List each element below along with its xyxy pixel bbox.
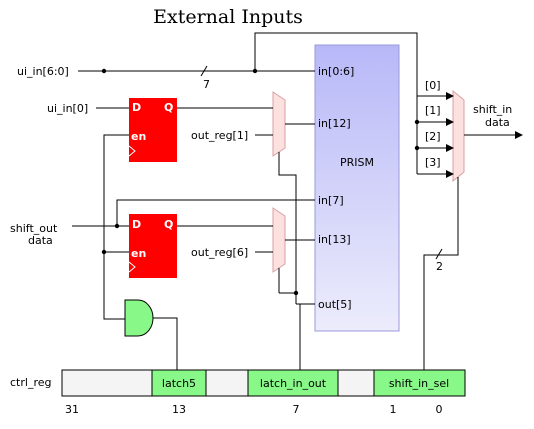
bit-7: 7 [293,403,300,416]
out-reg-6-label: out_reg[6] [191,246,248,259]
field-latch-in-out [247,369,339,397]
ui-in-0-label: ui_in[0] [47,102,88,115]
ff1-clock-icon [128,145,136,157]
bit-1: 1 [390,403,397,416]
prism-label: PRISM [340,156,374,169]
shift-in-label-1: shift_in [473,103,512,116]
ff2-en: en [131,247,146,260]
bit-0: 0 [436,403,443,416]
out-mux-label-2: [2] [425,130,441,143]
out-mux-label-1: [1] [425,104,441,117]
field-latch-in-out-label: latch_in_out [260,377,327,390]
bit-31: 31 [65,403,79,416]
ff2-d: D [132,218,141,231]
junction-mux-2 [414,145,420,151]
prism-port-in-12: in[12] [318,117,351,130]
field-latch5-label: latch5 [162,377,196,390]
bus-slash-7 [200,65,208,77]
ctrl-reg-label: ctrl_reg [10,376,51,389]
ff1-en: en [131,130,146,143]
ff1-d: D [132,101,141,114]
shift-in-label-2: data [485,116,510,129]
mux-1-sel-wire [278,152,297,293]
ff1-q: Q [164,101,173,114]
prism-port-out-5: out[5] [318,298,352,311]
field-shift-in-sel [373,369,466,397]
prism-port-in-7: in[7] [318,194,344,207]
out-mux-label-3: [3] [425,156,441,169]
out-reg-1-label: out_reg[1] [191,129,248,142]
shift-in-sel-wire [423,177,459,370]
diagram-title: External Inputs [153,6,303,28]
mux-1 [272,91,286,157]
shift-out-label-2: data [28,234,53,247]
field-latch5 [151,369,207,397]
ui-in-bus-label: ui_in[6:0] [17,65,69,78]
out-mux-label-0: [0] [425,79,441,92]
latch-in-out-wire [296,303,301,370]
ff2-q: Q [164,218,173,231]
flipflop-2 [129,214,177,278]
enable-wire [103,134,129,320]
bus-width-2: 2 [436,260,443,273]
shift-out-label-1: shift_out [10,222,58,235]
prism-block [314,44,400,332]
output-mux [452,89,465,183]
and-gate [124,299,154,337]
junction-mux-1 [414,119,420,125]
latch5-wire [153,317,178,370]
prism-port-in-13: in[13] [318,233,351,246]
field-shift-in-sel-label: shift_in_sel [389,377,449,390]
in7-wire [116,199,315,226]
junction-enable [101,249,107,255]
prism-port-in-0-6: in[0:6] [318,65,354,78]
loop-wire [254,32,418,96]
bus-slash-2 [435,248,443,260]
bus-width-7: 7 [203,78,210,91]
mux-2 [272,207,286,273]
junction-ui-in [101,68,107,74]
flipflop-1 [129,98,177,162]
bit-13: 13 [172,403,186,416]
ff2-clock-icon [128,261,136,273]
